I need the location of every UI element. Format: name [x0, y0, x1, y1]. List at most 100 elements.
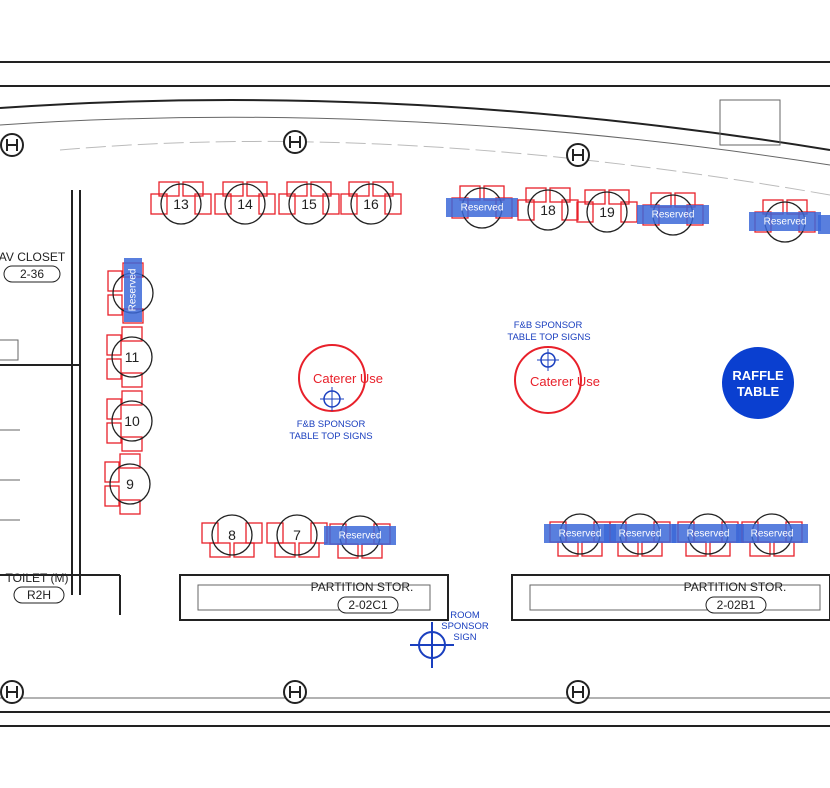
- chair: [266, 522, 284, 544]
- caterer-use-2: Caterer Use: [514, 346, 600, 414]
- chair: [576, 201, 594, 223]
- reserved-label: Reserved: [764, 217, 807, 228]
- chair: [104, 485, 120, 507]
- room-sponsor-text: SPONSOR: [441, 621, 489, 632]
- table-unnumbered[interactable]: Reserved: [749, 199, 821, 243]
- chair: [119, 453, 141, 469]
- reserved-badge: [749, 212, 821, 231]
- table-15[interactable]: 15: [278, 181, 340, 225]
- table-unnumbered[interactable]: Reserved: [672, 513, 744, 557]
- chair: [106, 422, 122, 444]
- reserved-label: Reserved: [619, 529, 662, 540]
- column-marker-icon: [0, 133, 24, 157]
- chair: [150, 193, 168, 215]
- table-number: 14: [237, 196, 253, 212]
- reserved-label: Reserved: [339, 531, 382, 542]
- raffle-text: RAFFLE: [732, 368, 784, 383]
- av-closet-number: 2-36: [20, 267, 44, 281]
- chair: [258, 193, 276, 215]
- reserved-label: Reserved: [751, 529, 794, 540]
- room-sponsor-sign: ROOM SPONSOR SIGN: [410, 610, 489, 668]
- table-number: 15: [301, 196, 317, 212]
- chair: [106, 398, 122, 420]
- table-unnumbered[interactable]: Reserved: [736, 513, 808, 557]
- table-13[interactable]: 13: [150, 181, 212, 225]
- round-table: [111, 400, 153, 442]
- reserved-badge: [604, 524, 676, 543]
- reserved-badge: [672, 524, 744, 543]
- round-table: [527, 189, 569, 231]
- av-closet-name: AV CLOSET: [0, 250, 66, 264]
- crosshair-icon: [537, 349, 559, 371]
- table-unnumbered[interactable]: Reserved: [324, 515, 396, 559]
- table-7[interactable]: 7: [266, 514, 328, 558]
- reserved-badge: [544, 524, 616, 543]
- caterer-label: Caterer Use: [313, 371, 383, 386]
- column-marker-icon: [283, 130, 307, 154]
- av-closet-label: AV CLOSET 2-36: [0, 250, 66, 283]
- columns: [0, 130, 590, 704]
- crosshair-icon: [320, 387, 344, 411]
- walls: [0, 61, 830, 727]
- sponsor-text: TABLE TOP SIGNS: [289, 431, 372, 442]
- chair: [517, 199, 535, 221]
- table-number: 11: [125, 349, 140, 365]
- chair: [322, 193, 340, 215]
- raffle-table: RAFFLE TABLE: [722, 347, 794, 419]
- table-11[interactable]: 11: [106, 326, 153, 388]
- round-table: [224, 183, 266, 225]
- room-sponsor-text: SIGN: [453, 632, 476, 643]
- table-unnumbered[interactable]: Reserved: [637, 192, 709, 236]
- chair: [340, 193, 358, 215]
- chair: [525, 187, 547, 203]
- chair: [561, 199, 579, 221]
- chair: [372, 181, 394, 197]
- table-16[interactable]: 16: [340, 181, 402, 225]
- table-number: 7: [293, 527, 301, 543]
- chair: [201, 522, 219, 544]
- chair: [107, 294, 123, 316]
- table-number: 18: [540, 202, 556, 218]
- chair: [584, 189, 606, 205]
- round-table: [586, 191, 628, 233]
- partition-storage-2: PARTITION STOR. 2-02B1: [684, 580, 786, 614]
- chair: [214, 193, 232, 215]
- chair: [278, 193, 296, 215]
- table-number: 9: [126, 476, 134, 492]
- chair: [384, 193, 402, 215]
- round-table: [211, 514, 253, 556]
- table-8[interactable]: 8: [201, 514, 263, 558]
- table-19[interactable]: 19: [576, 189, 638, 233]
- table-10[interactable]: 10: [106, 390, 153, 452]
- table-18[interactable]: 18: [517, 187, 579, 231]
- reserved-badge: [124, 258, 142, 322]
- chair: [245, 522, 263, 544]
- toilet-name: TOILET (M): [6, 571, 69, 585]
- chair: [274, 542, 296, 558]
- table-unnumbered[interactable]: Reserved: [604, 513, 676, 557]
- table-9[interactable]: 9: [104, 453, 151, 515]
- caterer-label: Caterer Use: [530, 374, 600, 389]
- chair: [158, 181, 180, 197]
- crosshair-icon: [410, 622, 454, 668]
- table-unnumbered[interactable]: Reserved: [446, 185, 518, 229]
- round-table: [109, 463, 151, 505]
- table-unnumbered[interactable]: Reserved: [107, 258, 154, 324]
- table-number: 13: [173, 196, 189, 212]
- sponsor-text: F&B SPONSOR: [297, 419, 366, 430]
- reserved-badge: [446, 198, 518, 217]
- chair: [107, 270, 123, 292]
- reserved-badge: [637, 205, 709, 224]
- table-14[interactable]: 14: [214, 181, 276, 225]
- column-marker-icon: [0, 680, 24, 704]
- sponsor-text: TABLE TOP SIGNS: [507, 332, 590, 343]
- reserved-label: Reserved: [128, 269, 139, 312]
- chair: [286, 181, 308, 197]
- chair: [182, 181, 204, 197]
- chair: [106, 334, 122, 356]
- table-number: 19: [599, 204, 615, 220]
- reserved-badge: [818, 215, 830, 234]
- chair: [121, 326, 143, 342]
- table-number: 16: [363, 196, 379, 212]
